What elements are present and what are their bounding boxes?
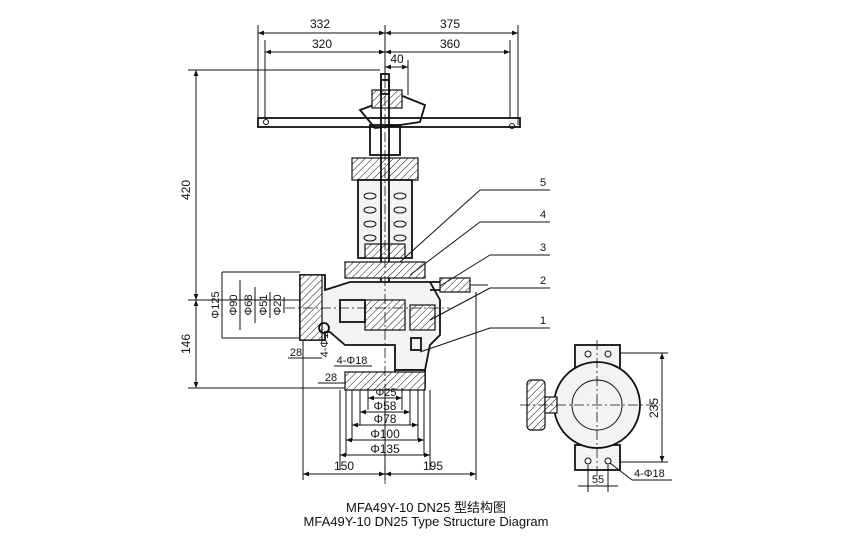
dim-top-left-outer: 332: [310, 17, 330, 31]
dim-top-right-inner: 360: [440, 37, 460, 51]
part-label-2: 2: [540, 275, 546, 287]
dim-plan-bolts: 4-Φ18: [634, 468, 665, 480]
valve-bonnet: [344, 79, 426, 321]
dim-side-phi68: Φ68: [243, 294, 255, 315]
dim-side-phi125: Φ125: [210, 291, 222, 318]
dim-bottom-phi25: Φ25: [375, 387, 396, 399]
caption-english: MFA49Y-10 DN25 Type Structure Diagram: [303, 514, 549, 529]
dim-plan-height: 235: [647, 398, 661, 418]
dim-bottom-left: 150: [334, 459, 354, 473]
height-dimensions: 420 146: [179, 69, 380, 389]
part-label-3: 3: [540, 242, 546, 254]
dim-bottom-right: 195: [423, 459, 443, 473]
dim-flange-thickness-lower: 28: [325, 372, 337, 384]
caption-chinese: MFA49Y-10 DN25 型结构图: [346, 500, 506, 515]
plan-view: 235 55 4-Φ18: [520, 340, 672, 492]
part-label-1: 1: [540, 315, 546, 327]
side-flange-dimensions: Φ125 Φ90 Φ68 Φ51 Φ20 4-Φ18 28 28 4-Φ18: [210, 271, 372, 384]
dim-height-upper: 420: [179, 180, 193, 200]
dim-lever-offset: 40: [390, 52, 404, 66]
top-dimensions: 332 375 320 360 40: [257, 17, 519, 125]
part-labels: 5 4 3 2 1: [399, 177, 550, 353]
dim-plan-offset: 55: [592, 474, 604, 486]
part-label-4: 4: [540, 209, 546, 221]
dim-top-right-outer: 375: [440, 17, 460, 31]
dim-top-left-inner: 320: [312, 37, 332, 51]
dim-bottom-bolts: 4-Φ18: [337, 355, 368, 367]
dim-side-phi51: Φ51: [258, 294, 270, 315]
dim-height-lower: 146: [179, 334, 193, 354]
part-label-5: 5: [540, 177, 546, 189]
valve-body: [299, 274, 488, 391]
dim-side-phi20: Φ20: [272, 294, 284, 315]
dim-flange-thickness-upper: 28: [290, 347, 302, 359]
dim-side-phi90: Φ90: [228, 294, 240, 315]
